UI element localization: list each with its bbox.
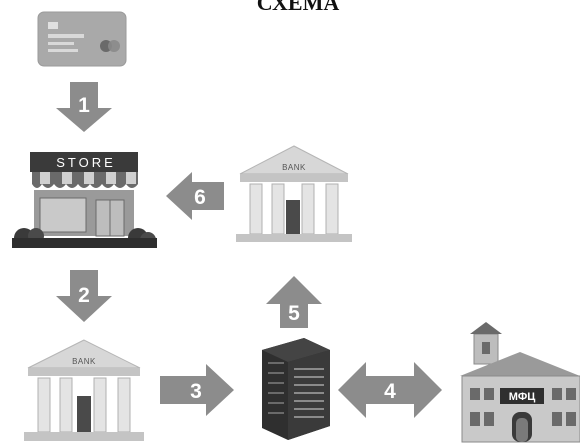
diagram-title: СХЕМА: [257, 0, 340, 15]
arrow-step-3: 3: [160, 364, 234, 416]
mfc-building-icon: МФЦ: [460, 322, 580, 443]
arrow-step-1: 1: [56, 82, 112, 132]
arrow-step-5: 5: [266, 276, 322, 328]
step-6-number: 6: [194, 186, 206, 209]
arrow-step-6: 6: [166, 172, 224, 220]
arrow-step-2: 2: [56, 270, 112, 322]
bank-top-label: BANK: [282, 163, 306, 172]
arrow-step-4: 4: [338, 362, 442, 418]
bank-bottom-label: BANK: [72, 357, 96, 366]
mfc-label: МФЦ: [509, 391, 536, 403]
step-1-number: 1: [78, 94, 90, 117]
step-2-number: 2: [78, 284, 90, 307]
credit-card-icon: [37, 11, 127, 67]
server-rack-icon: [262, 338, 330, 440]
bank-top-icon: BANK: [236, 145, 352, 242]
store-icon: STORE: [12, 152, 157, 248]
step-3-number: 3: [190, 380, 202, 403]
bank-bottom-icon: BANK: [24, 339, 144, 441]
step-4-number: 4: [384, 380, 396, 403]
step-5-number: 5: [288, 302, 300, 325]
store-label: STORE: [56, 155, 116, 170]
